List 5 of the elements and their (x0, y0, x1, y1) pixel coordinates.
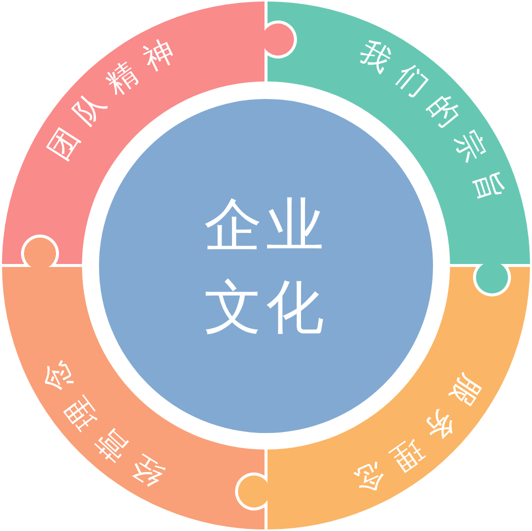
piece-label: 经营理念 (28, 342, 170, 493)
piece-label: 我们的宗旨 (354, 34, 514, 220)
piece-label: 服务理念 (336, 368, 490, 506)
piece-label: 团队精神 (40, 26, 193, 166)
center-title: 企业文化 (203, 190, 329, 342)
